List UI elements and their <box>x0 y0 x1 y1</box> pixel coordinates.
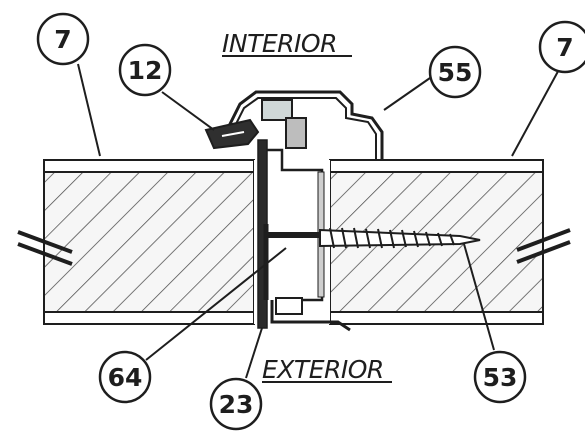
leader-line-7-left <box>77 63 101 157</box>
callout-7-left: 7 <box>36 12 90 66</box>
callout-53: 53 <box>473 350 527 404</box>
callout-64-text: 64 <box>108 363 143 392</box>
callout-64: 64 <box>98 350 152 404</box>
callout-23: 23 <box>209 377 263 431</box>
leader-line-64 <box>145 247 287 361</box>
exterior-label: EXTERIOR <box>262 355 384 384</box>
cap-profile <box>226 90 384 160</box>
break-mark-left-upper <box>17 230 73 254</box>
leader-line-55 <box>383 77 431 111</box>
gasket <box>204 118 260 150</box>
interior-label: INTERIOR <box>222 29 337 58</box>
leader-line-53 <box>463 243 495 351</box>
callout-55: 55 <box>428 45 482 99</box>
callout-7-right: 7 <box>538 20 585 74</box>
break-mark-right-upper <box>516 228 571 252</box>
left-panel <box>17 159 255 325</box>
screw <box>266 227 481 249</box>
callout-55-text: 55 <box>438 58 473 87</box>
callout-7-left-text: 7 <box>54 25 71 54</box>
callout-53-text: 53 <box>483 363 518 392</box>
leader-line-12 <box>161 91 215 131</box>
callout-12: 12 <box>118 43 172 97</box>
callout-23-text: 23 <box>219 390 254 419</box>
callout-12-text: 12 <box>128 56 163 85</box>
break-mark-right-lower <box>516 240 571 264</box>
leader-line-23 <box>245 327 263 379</box>
break-mark-left-lower <box>17 242 73 266</box>
callout-7-right-text: 7 <box>556 33 573 62</box>
leader-line-7-right <box>511 63 563 157</box>
